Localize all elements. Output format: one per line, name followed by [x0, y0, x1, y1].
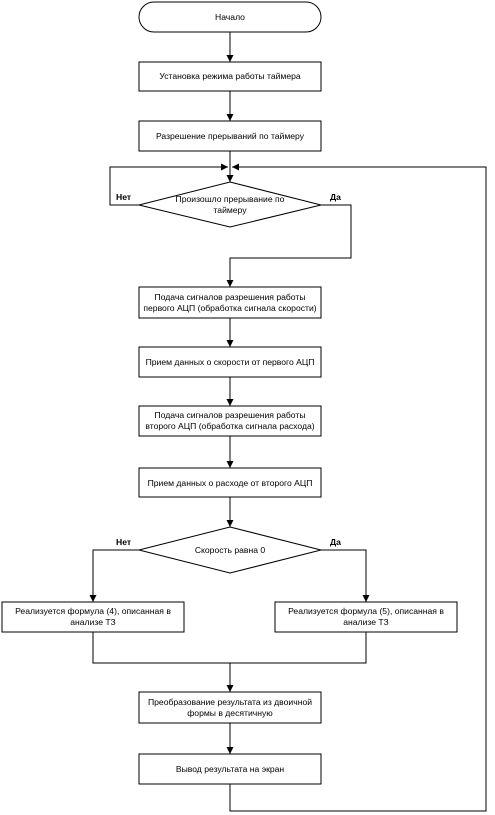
decision-speed-zero: Скорость равна 0: [138, 526, 322, 574]
step-convert: Преобразование результата из двоичной фо…: [138, 691, 322, 724]
step-formula-5: Реализуется формула (5), описанная в ана…: [274, 601, 458, 633]
start-label: Начало: [215, 12, 245, 22]
decision-speed-zero-label: Скорость равна 0: [195, 545, 266, 555]
connector-yes-to-adc1: [226, 204, 352, 287]
connector-no-loop-back: [109, 163, 228, 206]
step-adc1-signals: Подача сигналов разрешения работы первог…: [138, 286, 322, 319]
step-receive-flow: Прием данных о расходе от второго АЦП: [138, 467, 322, 498]
decision-interrupt: Произошло прерывание по таймеру: [138, 181, 322, 228]
step-enable-interrupts: Разрешение прерываний по таймеру: [138, 120, 322, 152]
step-convert-line2: формы в десятичную: [187, 708, 273, 718]
step-formula-4-line2: анализе ТЗ: [70, 617, 115, 627]
step-adc2-line2: второго АЦП (обработка сигнала расхода): [145, 421, 314, 431]
step-enable-interrupts-label: Разрешение прерываний по таймеру: [156, 131, 305, 141]
branch-no-label-speed: Нет: [116, 537, 131, 547]
step-timer-mode-label: Установка режима работы таймера: [159, 71, 301, 81]
connector-merge: [92, 632, 367, 664]
step-convert-line1: Преобразование результата из двоичной: [148, 697, 312, 707]
decision-interrupt-line2: таймеру: [213, 205, 247, 215]
step-formula-4: Реализуется формула (4), описанная в ана…: [1, 601, 185, 633]
step-adc2-signals: Подача сигналов разрешения работы второг…: [138, 405, 322, 437]
start-node: Начало: [138, 1, 322, 33]
step-formula-4-line1: Реализуется формула (4), описанная в: [15, 606, 171, 616]
decision-interrupt-line1: Произошло прерывание по: [176, 194, 285, 204]
step-receive-flow-label: Прием данных о расходе от второго АЦП: [148, 478, 313, 488]
connector-yes-to-formula5: [321, 549, 370, 602]
step-receive-speed: Прием данных о скорости от первого АЦП: [138, 346, 322, 378]
step-output-label: Вывод результата на экран: [176, 764, 285, 774]
step-adc1-line2: первого АЦП (обработка сигнала скорости): [143, 303, 316, 313]
step-formula-5-line1: Реализуется формула (5), описанная в: [288, 606, 444, 616]
branch-yes-label-interrupt: Да: [330, 192, 341, 202]
connectors: [89, 32, 487, 812]
step-adc1-line1: Подача сигналов разрешения работы: [154, 292, 305, 302]
step-receive-speed-label: Прием данных о скорости от первого АЦП: [146, 357, 315, 367]
step-adc2-line1: Подача сигналов разрешения работы: [154, 410, 305, 420]
connector-output-loop-back: [229, 163, 487, 812]
step-output: Вывод результата на экран: [138, 753, 322, 785]
step-timer-mode: Установка режима работы таймера: [138, 61, 322, 92]
connector-no-to-formula4: [89, 549, 139, 602]
branch-yes-label-speed: Да: [330, 537, 341, 547]
branch-no-label-interrupt: Нет: [116, 192, 131, 202]
step-formula-5-line2: анализе ТЗ: [343, 617, 388, 627]
